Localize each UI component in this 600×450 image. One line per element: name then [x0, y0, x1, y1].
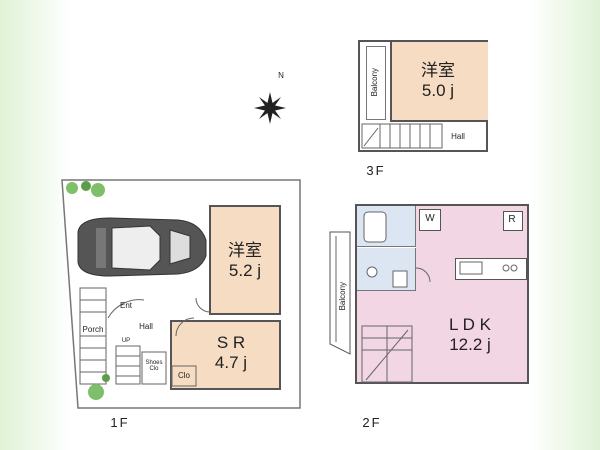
- floor-1f-hall-label: Hall: [139, 322, 153, 331]
- floor-1f-western-size: 5.2 j: [228, 261, 262, 280]
- floor-1f-sr-room: [170, 320, 281, 390]
- floor-3f-hall-label: Hall: [451, 132, 465, 141]
- floor-2f-ldk-name: L D K: [449, 315, 491, 334]
- floor-1f-porch-label: Porch: [82, 325, 104, 334]
- floor-2f-label: 2F: [362, 415, 382, 430]
- floor-1f-western-name: 洋室: [228, 241, 262, 260]
- floor-1f-sr-size: 4.7 j: [214, 353, 248, 372]
- floor-2f-ldk-size: 12.2 j: [449, 335, 491, 354]
- floor-1f-ent-label: Ent: [119, 301, 132, 310]
- floor-1f-label: 1F: [110, 415, 130, 430]
- floor-2f-r-label: R: [508, 214, 516, 225]
- floor-3f-western-room: [390, 42, 488, 122]
- floor-1f-sr-name: S R: [216, 333, 246, 352]
- floor-1f-shoes-clo-label: Shoes Clo: [145, 360, 163, 373]
- floor-3f-label: 3F: [366, 163, 386, 178]
- floor-1f-up-label: UP: [121, 338, 131, 344]
- floor-1f-clo-label: Clo: [177, 371, 190, 380]
- north-label: N: [278, 71, 284, 80]
- floor-2f-r-box: [503, 211, 523, 231]
- floor-2f-w-label: W: [425, 213, 435, 224]
- floor-3f-western-name: 洋室: [421, 61, 455, 80]
- floor-2f-ldk-room: [357, 284, 527, 382]
- floor-2f-w-box: [419, 209, 441, 231]
- floor-1f-western-room: [209, 205, 281, 315]
- floor-3f-balcony: [366, 46, 386, 120]
- floor-3f-western-size: 5.0 j: [421, 81, 455, 100]
